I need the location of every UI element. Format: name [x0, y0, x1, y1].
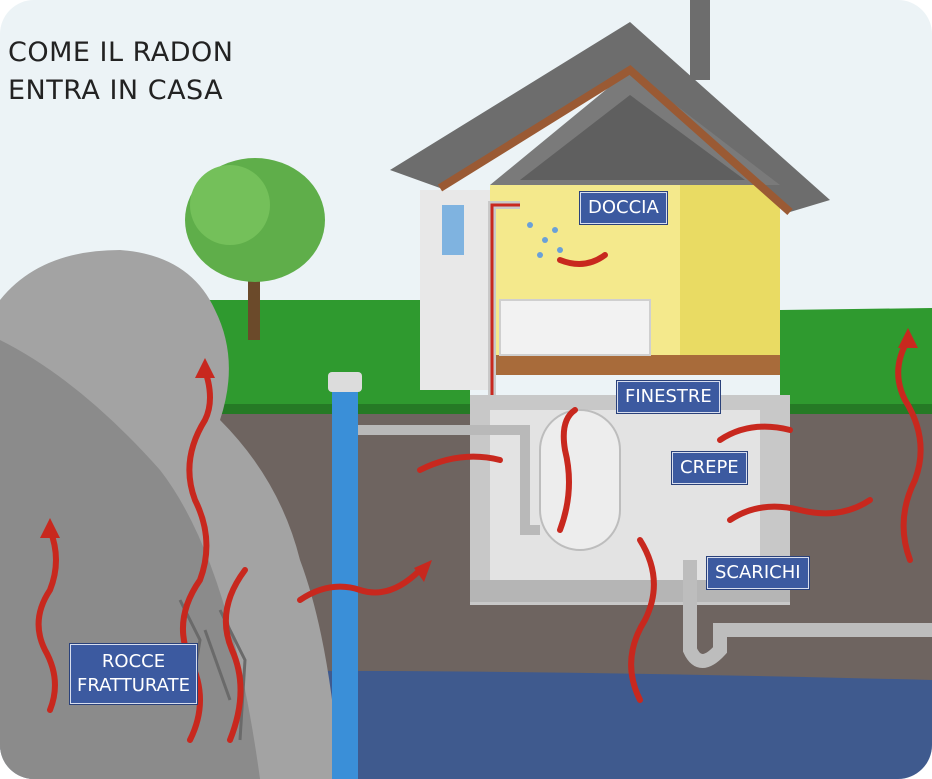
basement-room — [490, 410, 760, 580]
shower-pipe-radon — [490, 203, 520, 395]
well-pipe — [332, 382, 358, 779]
grass-right — [780, 308, 932, 412]
interior-back-wall — [680, 185, 780, 365]
label-rocce-line-2: FRATTURATE — [77, 675, 190, 696]
attic-inner — [520, 95, 745, 180]
label-finestre: FINESTRE — [617, 381, 720, 413]
radon-arrowheads — [40, 328, 918, 582]
label-rocce-line-1: ROCCE — [101, 651, 166, 672]
label-scarichi: SCARICHI — [707, 557, 809, 589]
floor — [490, 355, 780, 375]
well-cap — [328, 372, 362, 392]
roof — [390, 22, 830, 212]
grass-edge — [0, 404, 932, 414]
tree-trunk — [248, 270, 260, 340]
diagram-title: COME IL RADON ENTRA IN CASA — [8, 34, 234, 110]
drain-pipe — [683, 560, 932, 668]
chimney — [690, 0, 710, 80]
label-doccia: DOCCIA — [580, 192, 667, 224]
title-line-2: ENTRA IN CASA — [8, 75, 224, 106]
label-crepe: CREPE — [672, 452, 747, 484]
bathtub — [499, 299, 651, 356]
well-to-house-pipe — [358, 425, 540, 535]
shower-droplets — [527, 222, 563, 258]
label-rocce-fratturate: ROCCE FRATTURATE — [70, 644, 197, 704]
roof-trim — [437, 65, 793, 215]
tree-canopy-highlight — [190, 165, 270, 245]
water-heater — [539, 409, 621, 551]
house-window — [442, 205, 464, 255]
title-line-1: COME IL RADON — [8, 37, 234, 68]
